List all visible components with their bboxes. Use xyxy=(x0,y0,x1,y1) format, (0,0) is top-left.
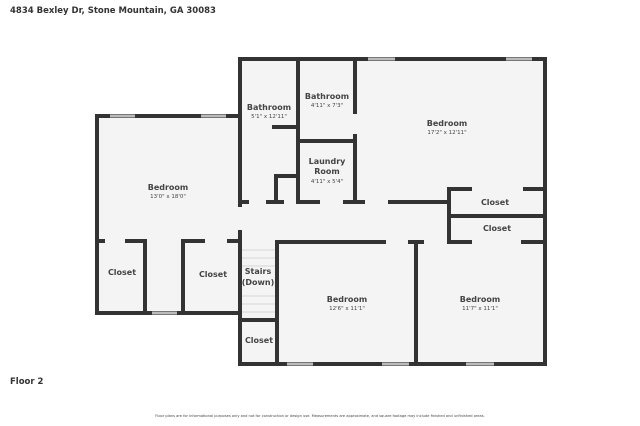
room-bathroom-1: Bathroom 5'1" x 12'11" xyxy=(247,103,291,120)
svg-text:12'6" x 11'1": 12'6" x 11'1" xyxy=(329,306,365,312)
svg-text:Bedroom: Bedroom xyxy=(427,119,468,128)
room-bedroom-main: Bedroom 17'2" x 12'11" xyxy=(427,119,468,136)
disclaimer: Floor plans are for informational purpos… xyxy=(155,414,485,418)
room-closet-left: Closet xyxy=(108,268,136,277)
svg-text:Bathroom: Bathroom xyxy=(305,92,349,101)
svg-text:Bedroom: Bedroom xyxy=(148,183,189,192)
room-bedroom-lower-middle: Bedroom 12'6" x 11'1" xyxy=(327,295,368,312)
svg-text:(Down): (Down) xyxy=(242,278,275,287)
room-bathroom-2: Bathroom 4'11" x 7'3" xyxy=(305,92,349,109)
svg-text:13'0" x 18'0": 13'0" x 18'0" xyxy=(150,194,186,200)
windows xyxy=(110,57,532,366)
svg-text:11'7" x 11'1": 11'7" x 11'1" xyxy=(462,306,498,312)
room-bedroom-left: Bedroom 13'0" x 18'0" xyxy=(148,183,189,200)
svg-text:4'11" x 7'3": 4'11" x 7'3" xyxy=(311,103,343,109)
svg-text:5'1" x 12'11": 5'1" x 12'11" xyxy=(251,114,287,120)
svg-text:Bedroom: Bedroom xyxy=(460,295,501,304)
property-address: 4834 Bexley Dr, Stone Mountain, GA 30083 xyxy=(10,6,216,16)
svg-text:4'11" x 5'4": 4'11" x 5'4" xyxy=(311,179,343,185)
svg-text:Bedroom: Bedroom xyxy=(327,295,368,304)
svg-text:Stairs: Stairs xyxy=(245,267,272,276)
svg-text:17'2" x 12'11": 17'2" x 12'11" xyxy=(427,130,466,136)
room-closet-lower-right: Closet xyxy=(483,224,511,233)
svg-text:Room: Room xyxy=(314,167,340,176)
room-laundry: Laundry Room 4'11" x 5'4" xyxy=(309,157,347,185)
room-closet-middle: Closet xyxy=(199,270,227,279)
room-closet-under-stairs: Closet xyxy=(245,336,273,345)
room-closet-upper-right: Closet xyxy=(481,198,509,207)
walls xyxy=(95,57,547,366)
stairs-down: Stairs (Down) xyxy=(242,267,275,287)
floor-fill xyxy=(97,59,545,364)
svg-text:Laundry: Laundry xyxy=(309,157,347,166)
floor-label: Floor 2 xyxy=(10,377,44,387)
stair-steps xyxy=(241,249,276,313)
svg-text:Bathroom: Bathroom xyxy=(247,103,291,112)
room-bedroom-lower-right: Bedroom 11'7" x 11'1" xyxy=(460,295,501,312)
